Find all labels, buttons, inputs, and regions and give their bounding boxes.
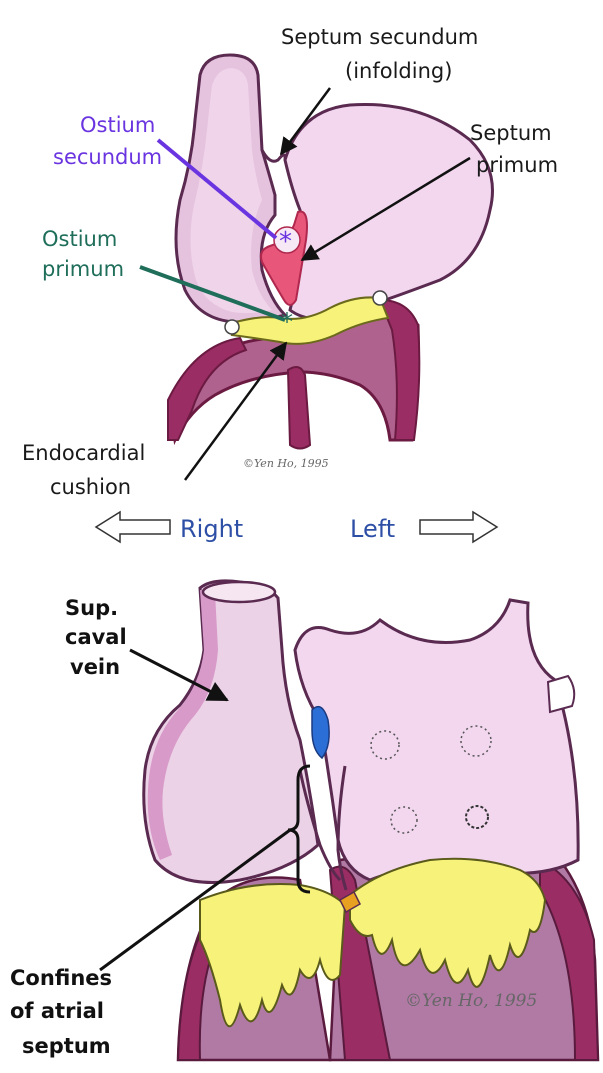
label-left: Left xyxy=(350,515,395,543)
label-confines-1: Confines xyxy=(10,966,112,990)
top-ventricular-septum xyxy=(288,367,310,449)
label-svc-3: vein xyxy=(70,655,120,679)
top-cushion-knob-right xyxy=(373,291,387,305)
label-right: Right xyxy=(180,515,243,543)
label-septum-secundum: Septum secundum xyxy=(281,25,478,49)
label-endocardial-2: cushion xyxy=(50,475,131,499)
label-septum-primum-2: primum xyxy=(476,153,558,177)
ostium-secundum-marker: * xyxy=(279,227,292,257)
label-ostium-primum-1: Ostium xyxy=(42,227,117,251)
direction-indicator: Right Left xyxy=(96,512,497,543)
label-endocardial-1: Endocardial xyxy=(22,441,145,465)
bottom-pulmonary-vein-stub xyxy=(548,676,574,712)
bottom-svc-opening xyxy=(203,582,275,602)
top-left-atrium xyxy=(285,104,493,320)
bottom-cushion-left xyxy=(200,884,345,1026)
right-hollow-arrow xyxy=(420,512,497,542)
credit-bottom: ©Yen Ho, 1995 xyxy=(405,991,537,1011)
bottom-heart-diagram: Sup. caval vein Confines of atrial septu… xyxy=(10,581,598,1060)
label-ostium-secundum-1: Ostium xyxy=(80,113,155,137)
label-septum-secundum-sub: (infolding) xyxy=(345,59,452,83)
top-cushion-knob-left xyxy=(225,320,239,334)
left-hollow-arrow xyxy=(96,512,170,542)
label-ostium-primum-2: primum xyxy=(42,257,124,281)
credit-top: ©Yen Ho, 1995 xyxy=(243,457,329,470)
label-confines-3: septum xyxy=(22,1034,111,1058)
label-svc-1: Sup. xyxy=(65,596,118,620)
label-septum-primum-1: Septum xyxy=(470,121,552,145)
bottom-blue-patch xyxy=(312,707,329,758)
label-confines-2: of atrial xyxy=(10,999,104,1023)
label-ostium-secundum-2: secundum xyxy=(53,145,162,169)
top-heart-diagram: * * Septum secundum (infolding) Ostium s… xyxy=(22,25,558,499)
ostium-primum-marker: * xyxy=(281,308,293,336)
label-svc-2: caval xyxy=(65,625,127,649)
